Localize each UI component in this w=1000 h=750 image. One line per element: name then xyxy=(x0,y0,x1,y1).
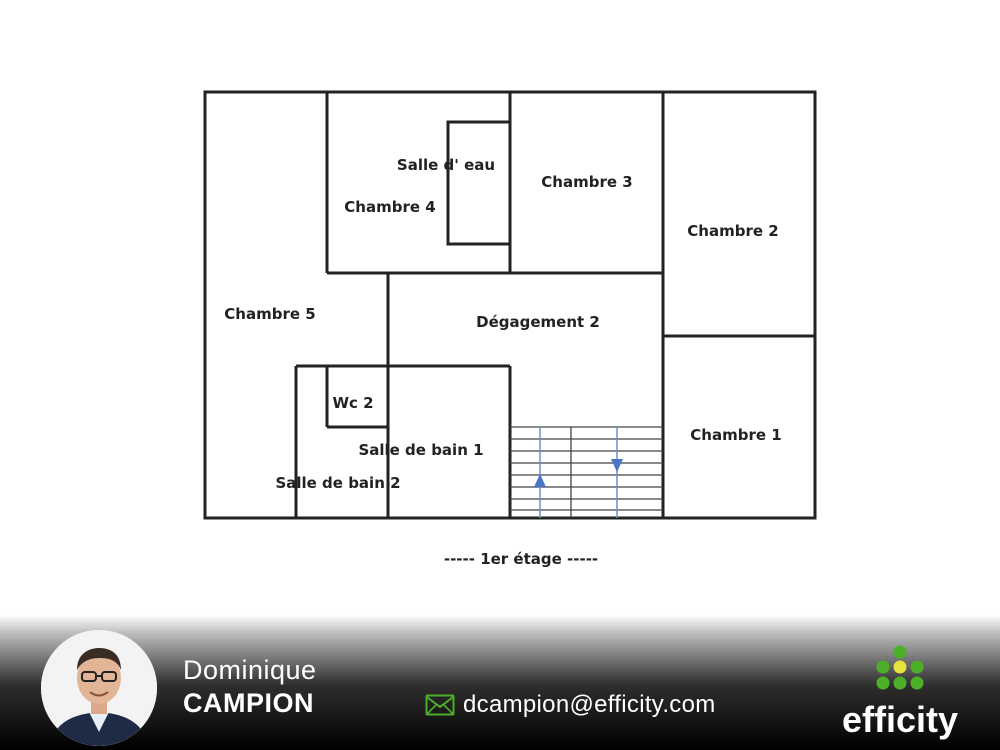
agent-footer: Dominique CAMPION dcampion@efficity.com … xyxy=(0,615,1000,750)
room-label-chambre-2: Chambre 2 xyxy=(687,222,778,240)
room-label-degagement: Dégagement 2 xyxy=(476,313,600,331)
room-label-chambre-5: Chambre 5 xyxy=(224,305,315,323)
arrow-up-icon xyxy=(534,474,546,487)
agent-email[interactable]: dcampion@efficity.com xyxy=(425,691,716,719)
room-label-salle-de-bain-2: Salle de bain 2 xyxy=(275,474,400,492)
arrow-down-icon xyxy=(611,459,623,472)
room-label-chambre-4: Chambre 4 xyxy=(344,198,435,216)
brand-wordmark: efficity xyxy=(841,699,959,740)
agent-last-name: CAMPION xyxy=(183,688,314,718)
agent-first-name: Dominique xyxy=(183,655,317,685)
room-label-chambre-3: Chambre 3 xyxy=(541,173,632,191)
room-label-wc: Wc 2 xyxy=(332,394,373,412)
floor-plan: Chambre 3 Chambre 2 Chambre 1 Chambre 4 … xyxy=(203,90,817,568)
efficity-logo: efficity xyxy=(835,643,965,743)
efficity-dots-logo xyxy=(876,645,924,690)
floor-caption: ----- 1er étage ----- xyxy=(444,550,598,568)
avatar xyxy=(41,630,157,746)
staircase xyxy=(510,426,663,518)
stair-arrows xyxy=(534,427,623,518)
room-label-salle-de-bain-1: Salle de bain 1 xyxy=(358,441,483,459)
email-icon xyxy=(425,694,455,716)
room-label-salle-deau: Salle d' eau xyxy=(397,156,495,174)
email-address[interactable]: dcampion@efficity.com xyxy=(463,691,716,718)
room-label-chambre-1: Chambre 1 xyxy=(690,426,781,444)
